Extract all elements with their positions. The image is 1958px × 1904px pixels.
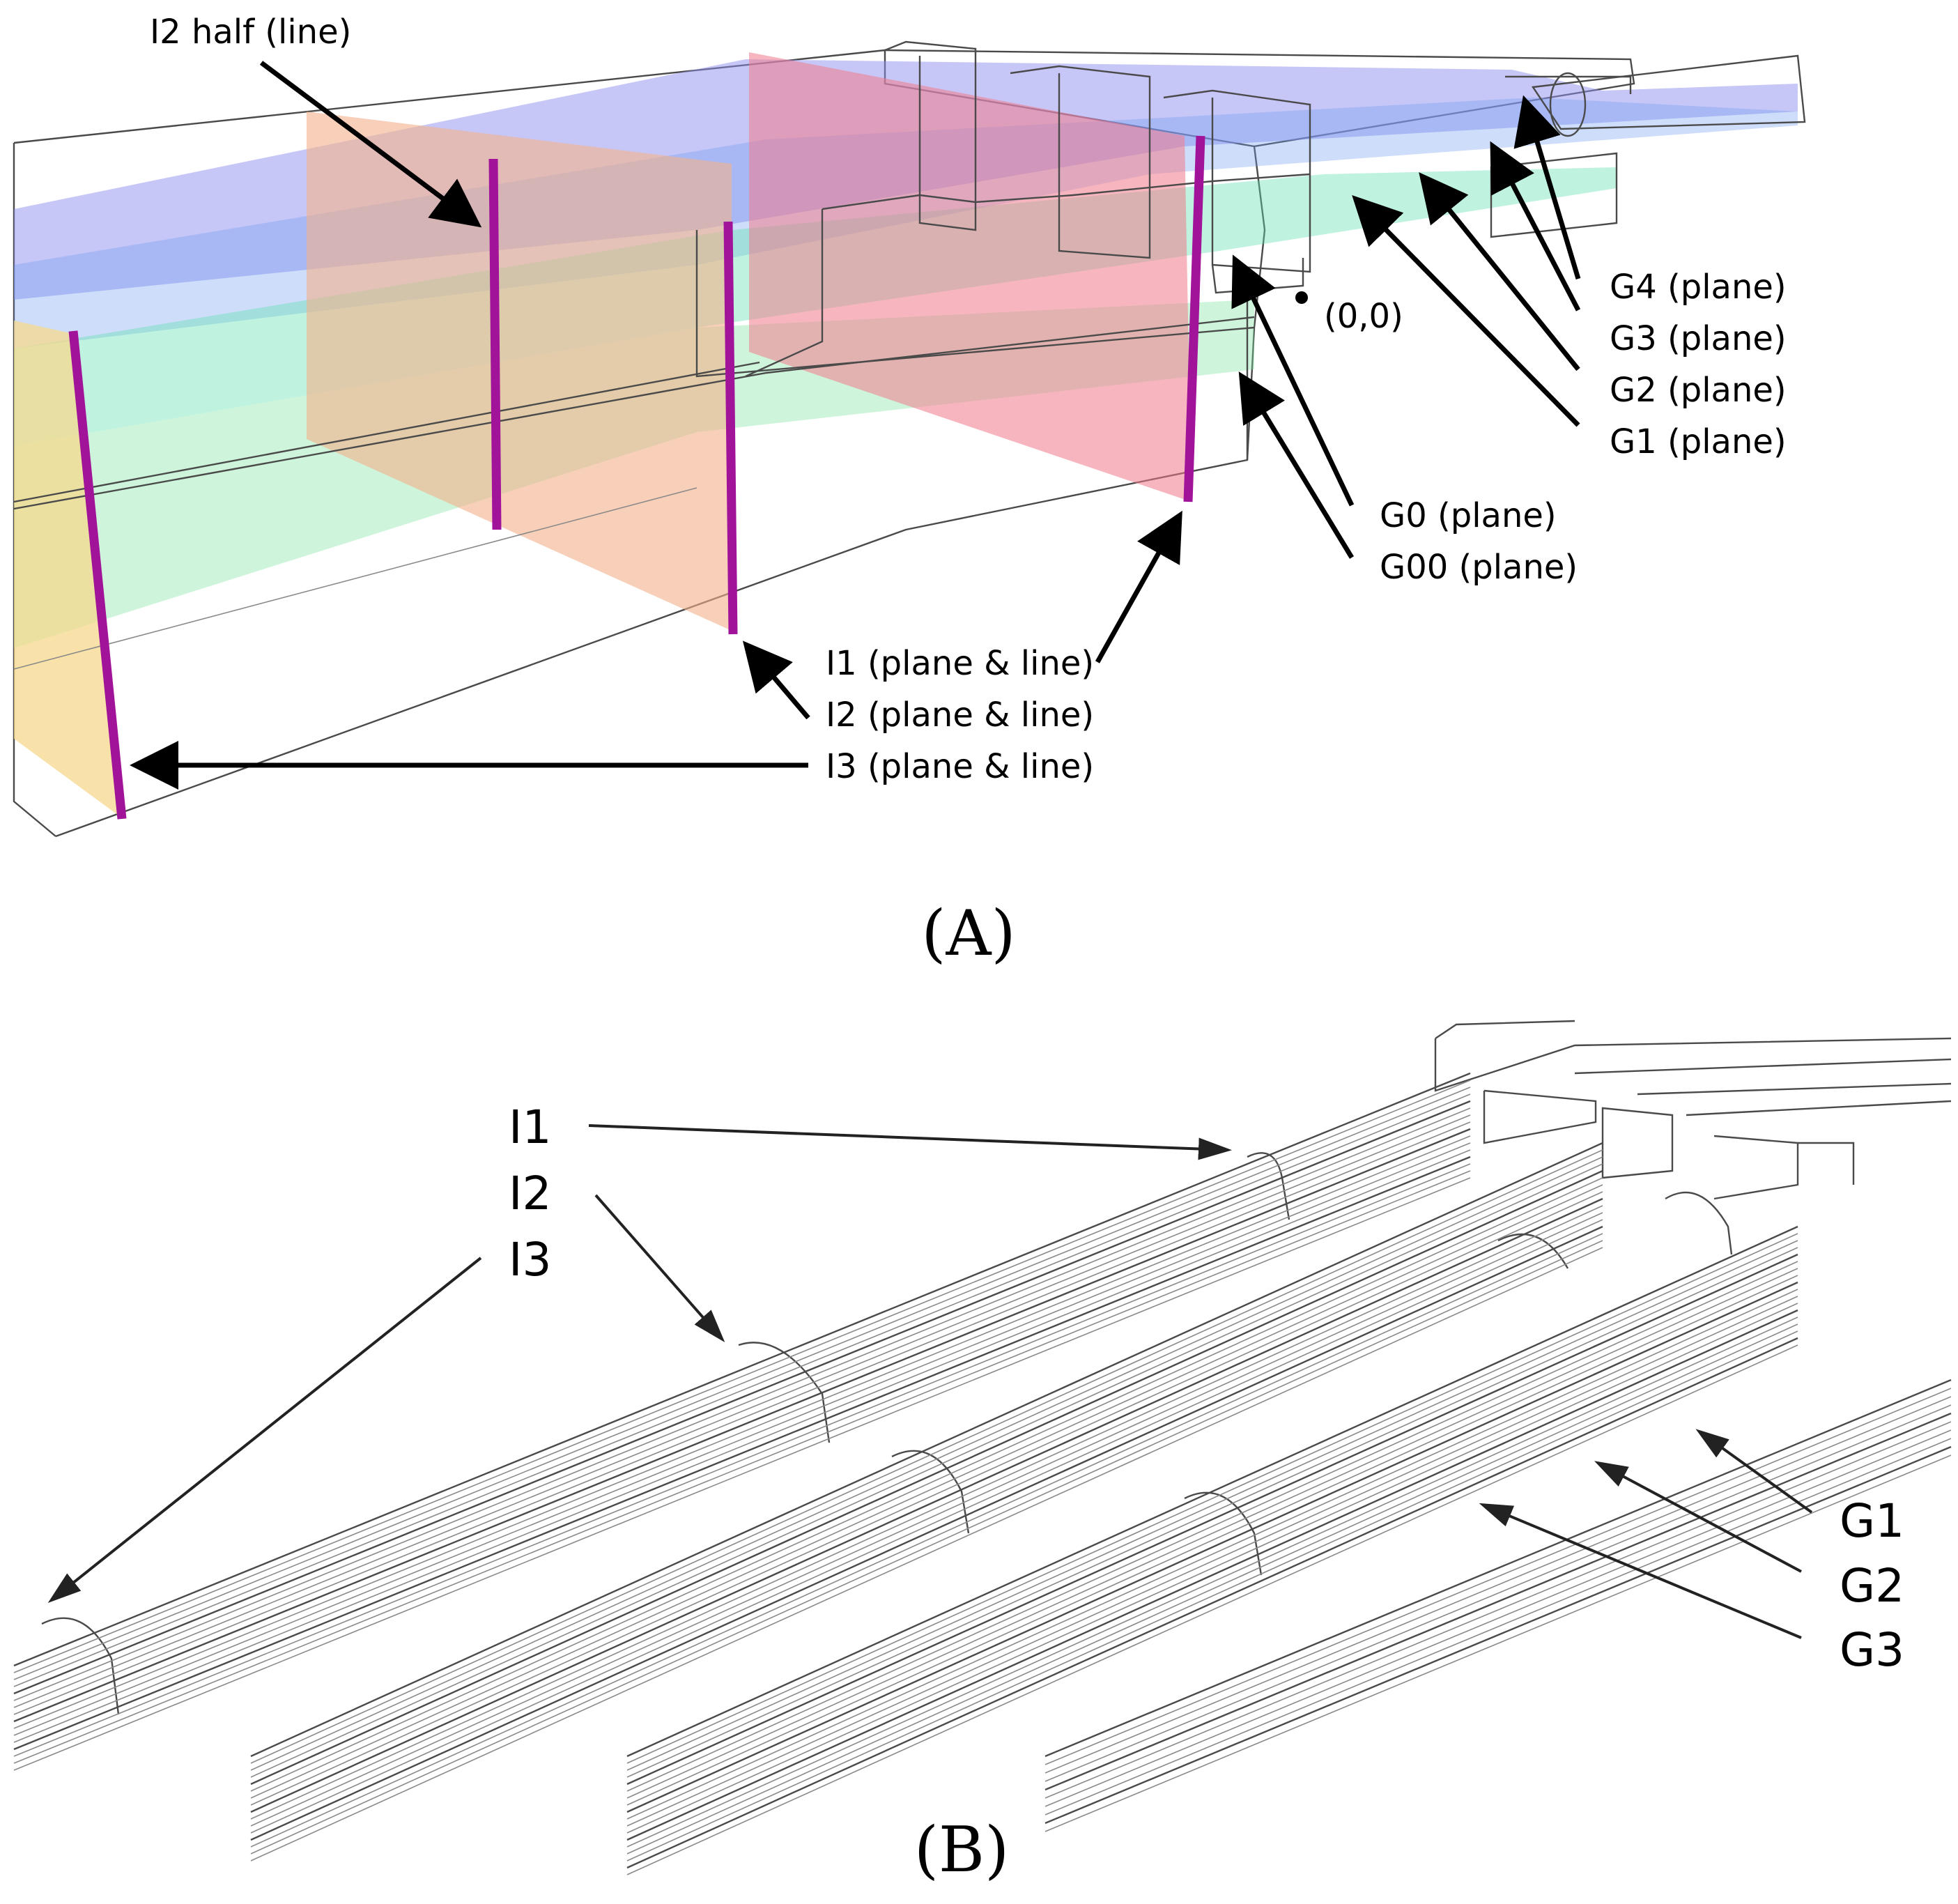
i2-line [723, 221, 738, 635]
label-i2: I2 (plane & line) [826, 696, 1094, 735]
label-i3: I3 (plane & line) [826, 747, 1094, 786]
label-g2: G2 (plane) [1610, 371, 1787, 410]
streamline [626, 1330, 1798, 1861]
streamline [1044, 1404, 1952, 1782]
streamline [13, 1087, 1471, 1680]
streamline [1044, 1438, 1952, 1815]
streamline [250, 1163, 1603, 1778]
panel-a-model [13, 40, 1806, 838]
streamline [626, 1344, 1798, 1875]
streamline [250, 1197, 1603, 1813]
streamline [1044, 1412, 1952, 1791]
streamline [1044, 1445, 1952, 1825]
streamline [626, 1309, 1798, 1841]
label-origin: (0,0) [1324, 297, 1403, 336]
streamline [13, 1156, 1471, 1751]
streamline [626, 1240, 1798, 1771]
streamline [1044, 1388, 1952, 1765]
label-i1: I1 (plane & line) [826, 644, 1094, 683]
streamline [626, 1268, 1798, 1799]
panel-b-wireframe [13, 1020, 1952, 1875]
streamline [250, 1149, 1603, 1764]
label-b-g1: G1 [1840, 1494, 1904, 1548]
i3-line [68, 330, 127, 820]
label-b-i2: I2 [509, 1167, 551, 1220]
panel-b-arrows [47, 1124, 1813, 1639]
streamline [1044, 1429, 1952, 1807]
label-g3: G3 (plane) [1610, 319, 1787, 358]
label-g0: G0 (plane) [1380, 496, 1557, 535]
label-b-g3: G3 [1840, 1623, 1904, 1677]
streamline [250, 1205, 1603, 1820]
streamline [626, 1261, 1798, 1792]
streamline [250, 1233, 1603, 1848]
streamline [626, 1303, 1798, 1834]
label-b-i1: I1 [509, 1100, 551, 1154]
label-g1: G1 (plane) [1610, 422, 1787, 461]
streamline [250, 1184, 1603, 1799]
panel-a-arrows [130, 61, 1581, 790]
caption-b: (B) [914, 1813, 1009, 1887]
streamline [626, 1281, 1798, 1813]
streamline [626, 1225, 1798, 1758]
orange-plane [307, 112, 732, 631]
streamline [13, 1107, 1471, 1701]
streamline [1044, 1454, 1952, 1832]
streamline [626, 1275, 1798, 1806]
streamline [250, 1142, 1603, 1758]
label-g4: G4 (plane) [1610, 268, 1787, 307]
origin-dot [1295, 291, 1308, 304]
i2-half-line [488, 158, 502, 530]
label-g00: G00 (plane) [1380, 548, 1578, 587]
streamline [250, 1177, 1603, 1792]
streamline [13, 1149, 1471, 1743]
streamline [13, 1128, 1471, 1723]
streamline [626, 1323, 1798, 1855]
streamline [13, 1072, 1471, 1667]
streamline [13, 1135, 1471, 1729]
caption-a: (A) [921, 897, 1015, 970]
streamline [626, 1247, 1798, 1778]
label-b-g2: G2 [1840, 1559, 1904, 1613]
streamline [13, 1114, 1471, 1708]
streamline [13, 1163, 1471, 1757]
streamline [250, 1156, 1603, 1771]
red-plane [749, 52, 1192, 502]
streamline [250, 1225, 1603, 1841]
streamline [626, 1233, 1798, 1764]
label-i2-half: I2 half (line) [150, 13, 351, 52]
panel-a-labels: I2 half (line) (0,0) G4 (plane) G3 (plan… [150, 13, 1787, 786]
streamline [250, 1212, 1603, 1827]
streamline [626, 1316, 1798, 1848]
streamline [250, 1169, 1603, 1786]
streamline [13, 1121, 1471, 1715]
streamline [1044, 1421, 1952, 1799]
streamline [1044, 1396, 1952, 1774]
streamline [1044, 1379, 1952, 1758]
i1-line [1183, 135, 1205, 502]
streamline [250, 1191, 1603, 1806]
streamline [626, 1253, 1798, 1786]
streamline [626, 1337, 1798, 1869]
streamline [13, 1100, 1471, 1695]
label-b-i3: I3 [509, 1233, 551, 1287]
streamline [13, 1093, 1471, 1687]
streamline [250, 1219, 1603, 1834]
streamline [13, 1142, 1471, 1736]
streamline [626, 1289, 1798, 1820]
streamline [250, 1240, 1603, 1855]
yellow-plane [14, 321, 118, 815]
streamline [13, 1177, 1471, 1771]
streamline [250, 1247, 1603, 1861]
panel-b-labels: I1 I2 I3 G1 G2 G3 [509, 1100, 1904, 1677]
streamline [13, 1170, 1471, 1764]
streamline [626, 1296, 1798, 1827]
streamline [13, 1080, 1471, 1673]
